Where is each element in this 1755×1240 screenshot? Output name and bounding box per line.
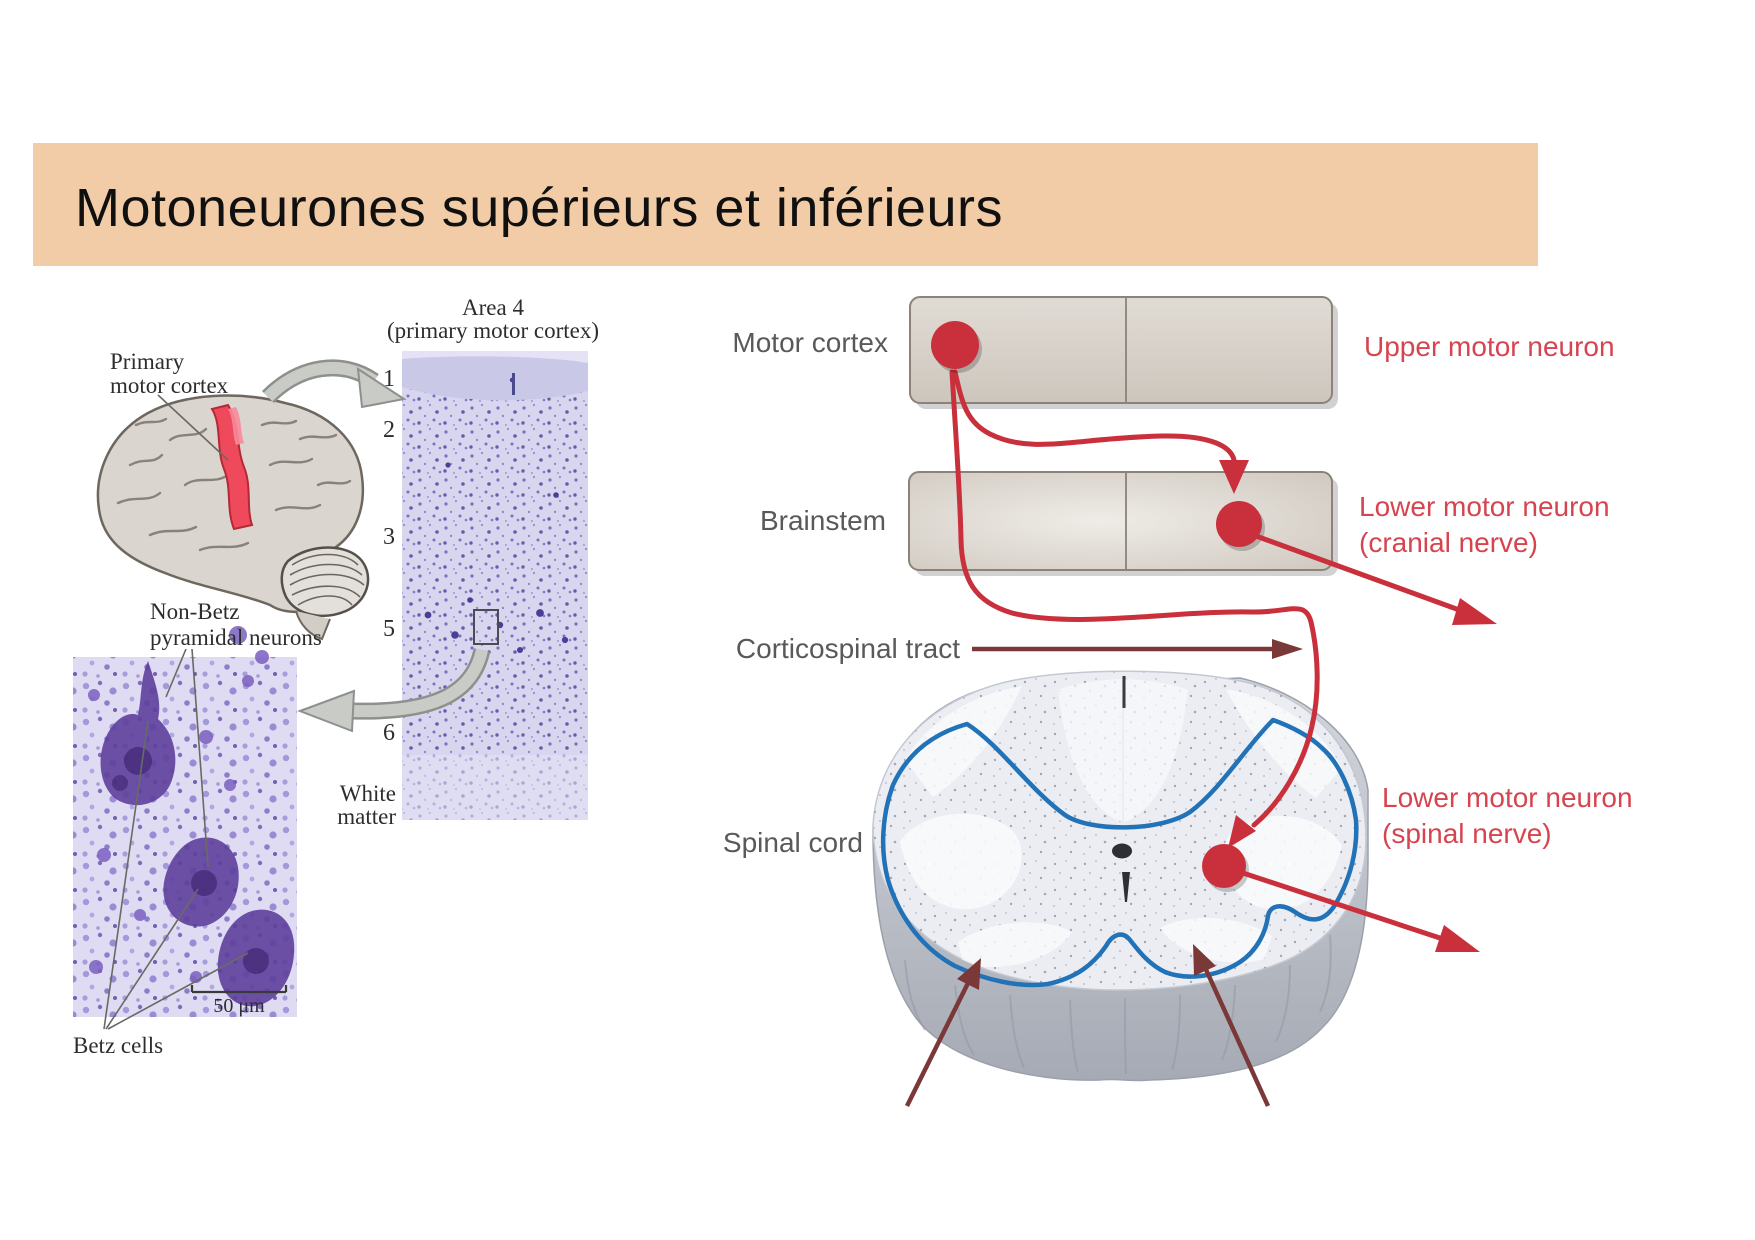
axon-terminal-arrowhead-spinal: [1228, 815, 1256, 848]
lower-motor-neuron-spinal-soma: [1202, 844, 1249, 892]
brain-to-area4-arrow: [261, 359, 407, 409]
upper-motor-neuron-axon-branch: [952, 369, 1237, 463]
cranial-nerve-axon: [1255, 533, 1497, 625]
title-banner: Motoneurones supérieurs et inférieurs: [33, 143, 1538, 266]
axon-terminal-arrowhead-brainstem: [1219, 460, 1249, 494]
area4-histology-panel: [402, 351, 588, 820]
brain-label-line2: motor cortex: [110, 373, 229, 398]
sampled-region-box: [473, 609, 499, 645]
area4-title-line1: Area 4: [462, 295, 524, 320]
motor-pathway-diagram: Motor cortex Upper motor neuron Brainste…: [723, 296, 1633, 1108]
betz-pointer-lines: [103, 720, 249, 1030]
central-canal: [1112, 843, 1132, 859]
spinal-nerve-axon: [1242, 870, 1480, 952]
lower-motor-neuron-cranial-label-line1: Lower motor neuron: [1359, 491, 1610, 522]
betz-cells-label: Betz cells: [73, 1033, 163, 1058]
spinal-cord-row-label: Spinal cord: [723, 827, 863, 858]
corticospinal-tract-arrow: [972, 639, 1303, 659]
corticospinal-tract-fiber: [949, 369, 1320, 828]
layer-1-label: 1: [383, 366, 395, 392]
anatomy-figure: Area 4 (primary motor cortex) 1 2 3 5 6 …: [73, 295, 599, 1058]
primary-motor-cortex-highlight: [210, 403, 254, 531]
upper-motor-neuron-label: Upper motor neuron: [1364, 331, 1615, 362]
layer-6-label: 6: [383, 720, 395, 746]
corticospinal-tract-label: Corticospinal tract: [736, 633, 960, 664]
motor-cortex-box: [909, 296, 1338, 409]
ventral-root-arrow-right: [1193, 944, 1271, 1107]
lateral-white-matter-outline: [880, 717, 1359, 988]
white-matter-label-line1: White: [340, 781, 396, 806]
spinal-cord-section: [872, 670, 1369, 1082]
slide-title: Motoneurones supérieurs et inférieurs: [75, 177, 1003, 238]
lower-motor-neuron-cranial-label-line2: (cranial nerve): [1359, 527, 1538, 558]
nonbetz-label-line1: Non-Betz: [150, 599, 239, 624]
brainstem-box: [908, 471, 1338, 576]
scale-bar-label: 50 μm: [213, 995, 265, 1017]
brain-illustration: [96, 394, 370, 641]
lower-motor-neuron-spinal-label-line1: Lower motor neuron: [1382, 782, 1633, 813]
nonbetz-pointer-lines: [165, 648, 209, 868]
layer-5-label: 5: [383, 616, 395, 642]
area4-title-line2: (primary motor cortex): [387, 318, 599, 343]
nonbetz-label-line2: pyramidal neurons: [150, 625, 322, 650]
betz-cell-micrograph: 50 μm: [73, 626, 297, 1017]
anterior-median-fissure: [1122, 872, 1130, 902]
lower-motor-neuron-spinal-label-line2: (spinal nerve): [1382, 818, 1552, 849]
brainstem-row-label: Brainstem: [760, 505, 886, 536]
ventral-root-arrow-left: [904, 958, 981, 1108]
layer-numbers: 1 2 3 5 6: [383, 366, 395, 746]
layer-3-label: 3: [383, 524, 395, 550]
motor-cortex-row-label: Motor cortex: [732, 327, 888, 358]
upper-motor-neuron-soma: [931, 321, 982, 373]
layer-2-label: 2: [383, 417, 395, 443]
brain-label-pointer-line: [157, 394, 229, 461]
scale-bar: [190, 985, 288, 994]
area4-to-micrograph-arrow: [297, 647, 491, 733]
white-matter-label-line2: matter: [337, 804, 396, 829]
lower-motor-neuron-cranial-soma: [1216, 501, 1265, 551]
brain-label-line1: Primary: [110, 349, 185, 374]
